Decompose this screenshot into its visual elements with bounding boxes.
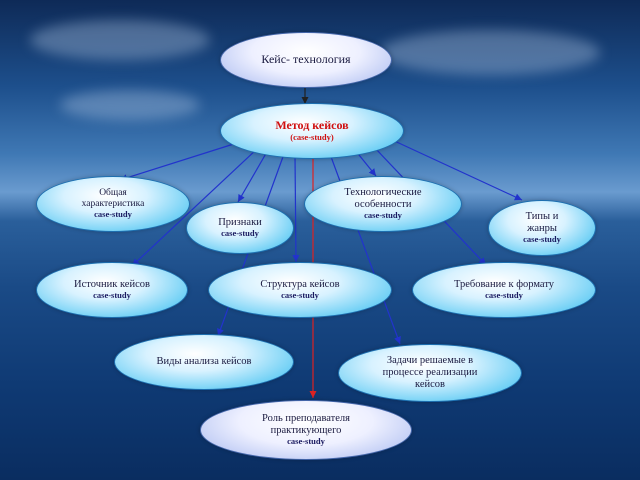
node-sources-line1: Источник кейсов	[74, 279, 150, 291]
node-method: Метод кейсов (case-study)	[220, 103, 404, 159]
node-signs-sub: case-study	[221, 228, 259, 239]
link-sources	[131, 147, 259, 267]
node-root: Кейс- технология	[220, 32, 392, 88]
node-signs-line1: Признаки	[218, 217, 262, 229]
node-tech-sub: case-study	[364, 210, 402, 221]
node-tasks: Задачи решаемые в процессе реализации ке…	[338, 344, 522, 402]
node-sources: Источник кейсов case-study	[36, 262, 188, 318]
node-general-line2: характеристика	[81, 199, 145, 210]
node-structure: Структура кейсов case-study	[208, 262, 392, 318]
node-tech-line2: особенности	[354, 199, 412, 211]
node-general-line1: Общая	[99, 188, 127, 199]
node-tasks-line1: Задачи решаемые в	[386, 354, 474, 366]
node-format-line1: Требование к формату	[453, 279, 555, 291]
link-general	[119, 141, 241, 182]
node-teacher-line2: практикующего	[270, 425, 342, 437]
node-analysis-line1: Виды анализа кейсов	[156, 355, 252, 367]
node-format: Требование к формату case-study	[412, 262, 596, 318]
cloud	[30, 20, 210, 60]
node-general: Общая характеристика case-study	[36, 176, 190, 232]
cloud	[380, 30, 600, 75]
node-signs: Признаки case-study	[186, 202, 294, 254]
node-method-sub: (case-study)	[290, 132, 334, 143]
node-tech: Технологические особенности case-study	[304, 176, 462, 232]
node-tasks-line3: кейсов	[415, 379, 445, 391]
node-root-label: Кейс- технология	[261, 52, 351, 67]
node-tasks-line2: процессе реализации	[382, 366, 478, 378]
node-tech-line1: Технологические	[344, 187, 422, 199]
node-structure-line1: Структура кейсов	[260, 279, 340, 291]
node-general-sub: case-study	[94, 209, 132, 220]
node-teacher-sub: case-study	[287, 436, 325, 447]
node-types-line2: жанры	[527, 223, 557, 235]
node-structure-sub: case-study	[281, 290, 319, 301]
node-teacher-line1: Роль преподавателя	[262, 413, 350, 425]
node-method-label: Метод кейсов	[275, 118, 349, 133]
cloud	[60, 90, 200, 120]
node-types: Типы и жанры case-study	[488, 200, 596, 256]
link-signs	[237, 149, 269, 203]
node-types-line1: Типы и	[525, 211, 559, 223]
node-types-sub: case-study	[523, 234, 561, 245]
link-types	[387, 137, 523, 201]
node-format-sub: case-study	[485, 290, 523, 301]
node-sources-sub: case-study	[93, 290, 131, 301]
node-analysis: Виды анализа кейсов	[114, 334, 294, 390]
node-teacher: Роль преподавателя практикующего case-st…	[200, 400, 412, 460]
link-structure	[292, 154, 300, 263]
